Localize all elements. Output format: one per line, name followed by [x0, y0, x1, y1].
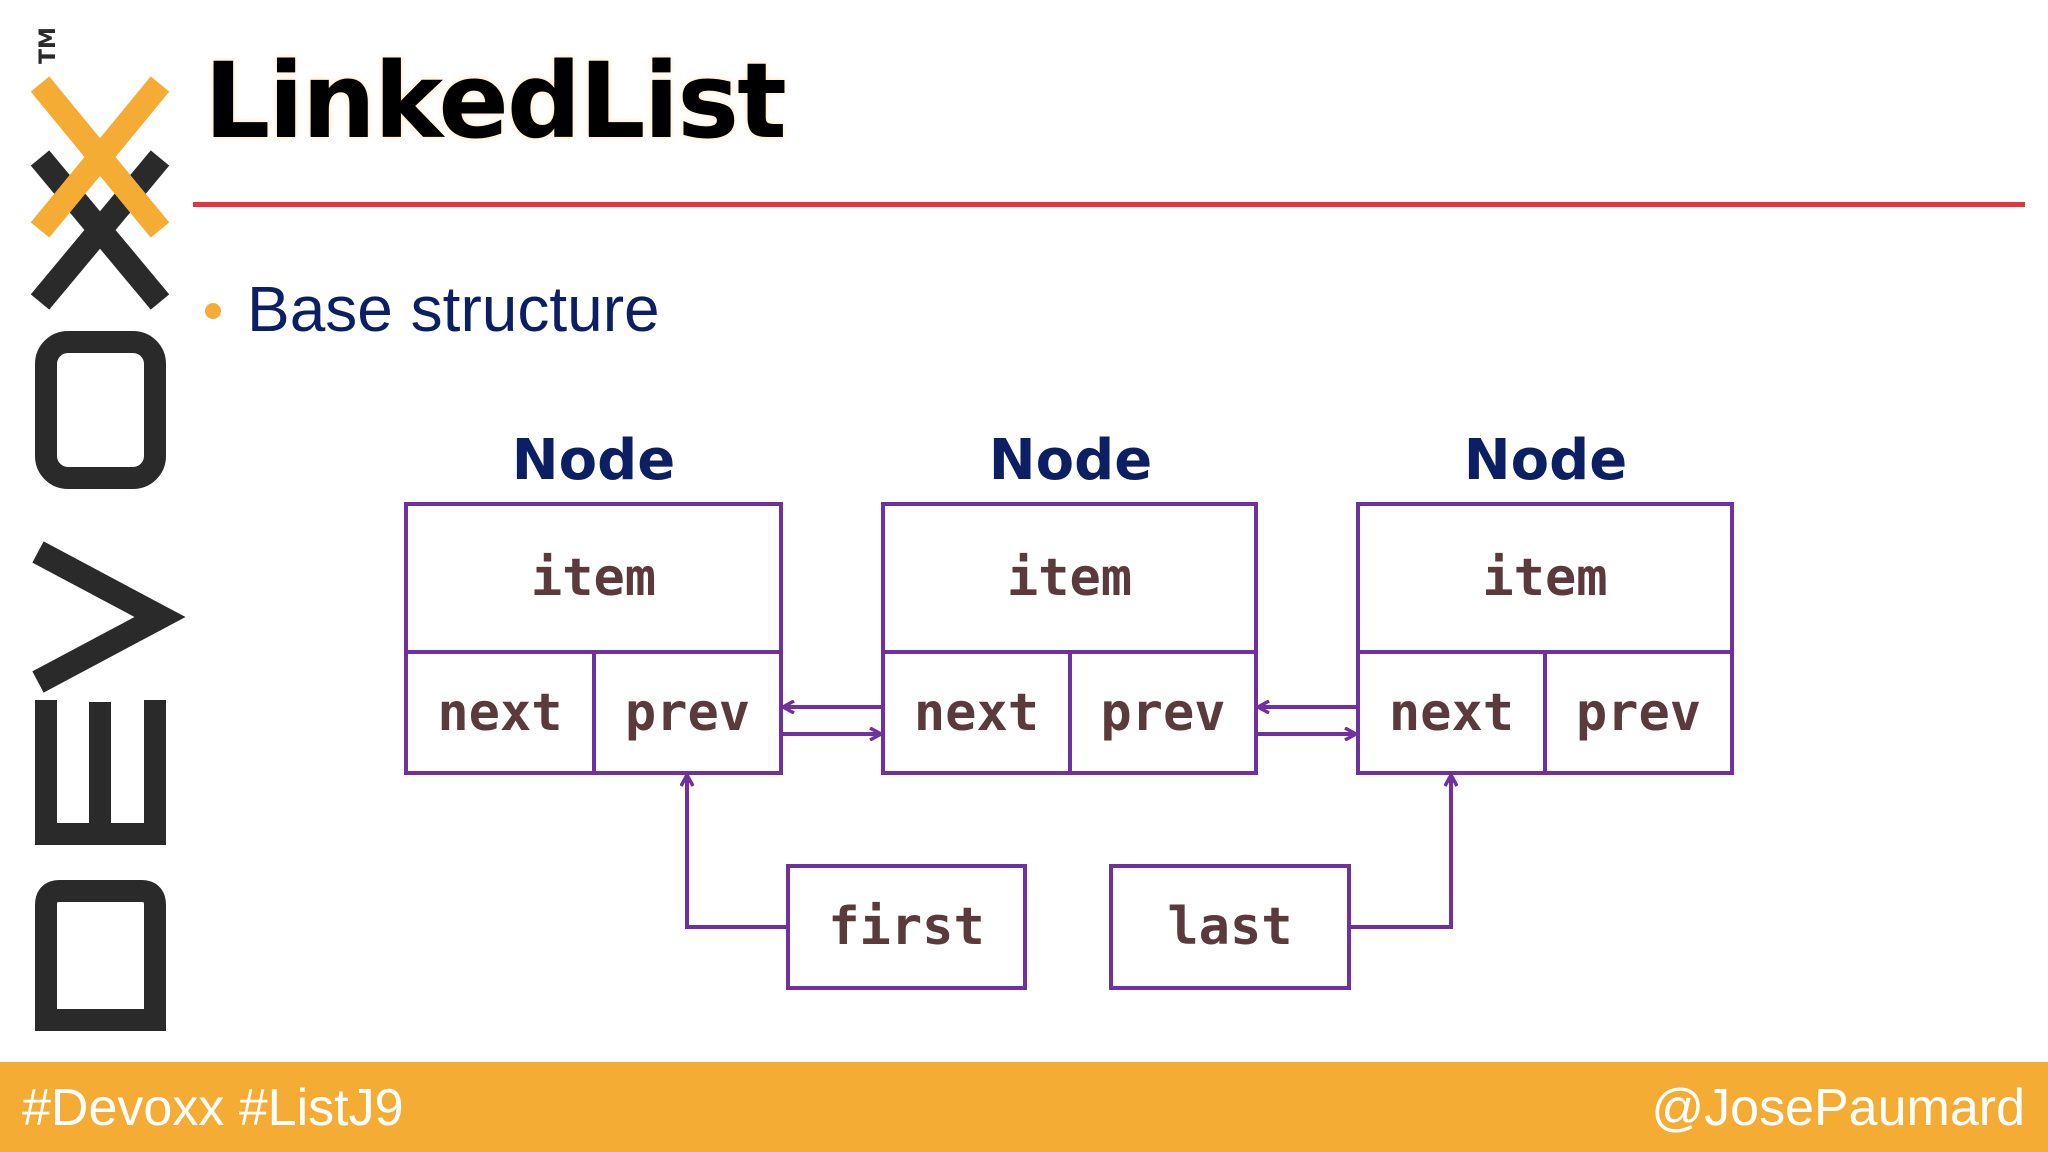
node-label: Node	[511, 428, 676, 493]
footer-handle: @JosePaumard	[1651, 1079, 2025, 1137]
logo-trademark: TM	[36, 27, 61, 64]
node-item-field: item	[530, 548, 657, 608]
first-pointer-arrow	[687, 775, 788, 929]
node-next-field: next	[437, 682, 563, 743]
node-next-field: next	[913, 682, 1040, 743]
logo-letter-d	[35, 880, 166, 1031]
bullet-icon	[205, 303, 221, 319]
last-pointer-arrow	[1349, 775, 1451, 929]
node-prev-field: prev	[624, 682, 751, 743]
slide-title: LinkedList	[204, 40, 787, 162]
logo-letter-x-orange	[30, 76, 170, 238]
logo-letter-e	[35, 700, 166, 845]
bullet-text: Base structure	[247, 273, 660, 345]
node-prev-field: prev	[1100, 682, 1226, 743]
node-next-field: next	[1388, 682, 1515, 743]
logo-letter-o	[35, 331, 166, 489]
logo-letter-v	[32, 541, 186, 693]
node-item-field: item	[1482, 548, 1608, 608]
node-item-field: item	[1006, 548, 1133, 608]
node-label: Node	[988, 428, 1153, 493]
first-label: first	[828, 897, 985, 957]
logo-letter-x-dark	[30, 150, 170, 310]
title-divider	[193, 202, 2025, 207]
footer-hashtags: #Devoxx #ListJ9	[22, 1079, 404, 1137]
node-prev-field: prev	[1575, 682, 1702, 743]
devoxx-logo: TM	[30, 27, 186, 1031]
node-label: Node	[1463, 428, 1628, 493]
last-label: last	[1167, 897, 1293, 957]
footer-bar	[0, 1062, 2048, 1152]
